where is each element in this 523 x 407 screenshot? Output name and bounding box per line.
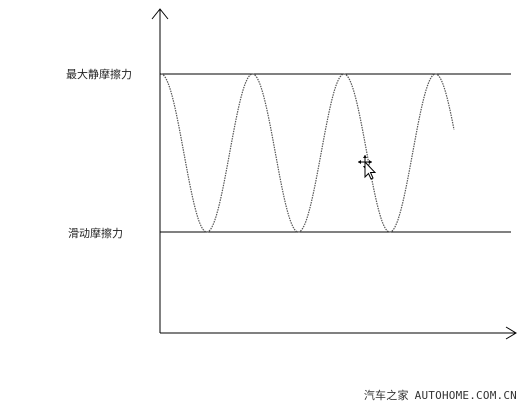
friction-wave-curve	[160, 73, 455, 233]
sliding-friction-label: 滑动摩擦力	[68, 227, 123, 240]
watermark: 汽车之家 AUTOHOME.COM.CN	[364, 387, 517, 403]
watermark-site: AUTOHOME.COM.CN	[414, 389, 517, 402]
x-axis-arrow	[505, 326, 517, 340]
y-axis-arrow	[151, 8, 169, 20]
max-static-friction-label: 最大静摩擦力	[66, 68, 132, 81]
move-cursor-icon	[358, 155, 377, 180]
watermark-cn: 汽车之家	[363, 389, 409, 402]
